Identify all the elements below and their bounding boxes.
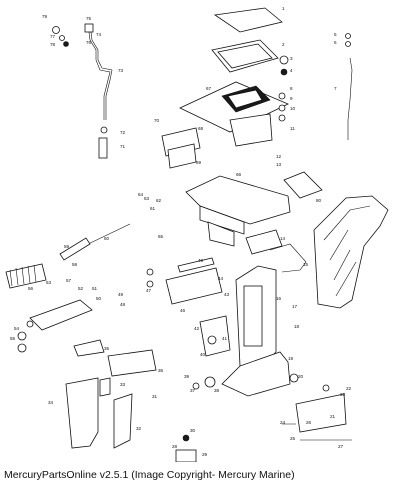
callout-71: 71	[120, 144, 126, 149]
callout-46: 46	[180, 308, 186, 313]
callout-25: 25	[290, 436, 296, 441]
callout-66: 66	[236, 172, 242, 177]
shift-linkage-assembly	[52, 23, 113, 159]
callout-17: 17	[292, 304, 298, 309]
callout-2: 2	[282, 42, 285, 47]
driveshaft-housing	[199, 265, 291, 397]
callout-27: 27	[338, 444, 344, 449]
callout-29: 29	[202, 452, 208, 457]
callout-1: 1	[282, 6, 285, 11]
callout-35: 35	[104, 346, 110, 351]
callout-15: 15	[303, 262, 309, 267]
callout-38: 38	[214, 388, 220, 393]
callout-20: 20	[298, 374, 304, 379]
callout-74: 74	[96, 32, 102, 37]
callout-24: 24	[280, 420, 286, 425]
callout-56: 56	[28, 286, 34, 291]
callout-72: 72	[120, 130, 126, 135]
top-cowl-plates	[211, 7, 289, 76]
callout-61: 61	[150, 206, 156, 211]
exhaust-housing-right	[313, 195, 389, 309]
callout-62: 62	[156, 198, 162, 203]
callout-36: 36	[158, 368, 164, 373]
shift-shaft-assembly	[5, 223, 131, 353]
callout-12: 12	[276, 154, 282, 159]
long-rod	[347, 57, 353, 140]
callout-47: 47	[146, 288, 152, 293]
callout-67: 67	[206, 86, 212, 91]
callout-34: 34	[48, 400, 54, 405]
callout-14: 14	[280, 236, 286, 241]
callout-19: 19	[288, 356, 294, 361]
callout-40: 40	[200, 352, 206, 357]
lower-left-covers	[65, 339, 157, 449]
callout-48: 48	[120, 302, 126, 307]
callout-28: 28	[172, 444, 178, 449]
callout-7: 7	[334, 86, 337, 91]
callout-80: 80	[316, 198, 322, 203]
image-caption: MercuryPartsOnline v2.5.1 (Image Copyrig…	[4, 469, 295, 481]
callout-9: 9	[290, 96, 293, 101]
callout-13: 13	[276, 162, 282, 167]
callout-16: 16	[276, 296, 282, 301]
callout-3: 3	[290, 56, 293, 61]
callout-75: 75	[86, 16, 92, 21]
callout-labels: 1 2 3 4 5 6 7 8 9 10 11 12 13 14 15 16 1…	[10, 6, 352, 457]
callout-52: 52	[78, 286, 84, 291]
callout-79: 79	[42, 14, 48, 19]
callout-77: 77	[50, 34, 56, 39]
callout-31: 31	[152, 394, 158, 399]
callout-49: 49	[118, 292, 124, 297]
callout-21: 21	[330, 414, 336, 419]
callout-4: 4	[290, 68, 293, 73]
callout-37: 37	[190, 388, 196, 393]
callout-50: 50	[96, 296, 102, 301]
o-ring-top-right	[345, 33, 351, 39]
bottom-center-cap	[175, 376, 216, 462]
callout-11: 11	[290, 126, 295, 131]
callout-39: 39	[184, 374, 190, 379]
callout-76: 76	[86, 40, 92, 45]
o-ring-top-right-2	[345, 41, 351, 47]
callout-8: 8	[290, 86, 293, 91]
callout-51: 51	[92, 286, 98, 291]
callout-60: 60	[104, 236, 110, 241]
callout-42: 42	[194, 326, 200, 331]
callout-26: 26	[306, 420, 312, 425]
callout-5: 5	[334, 32, 337, 37]
exploded-parts-diagram: 1 2 3 4 5 6 7 8 9 10 11 12 13 14 15 16 1…	[5, 6, 389, 462]
callout-69: 69	[196, 160, 202, 165]
callout-53: 53	[46, 280, 52, 285]
adapter-plate-assembly	[161, 81, 289, 169]
callout-57: 57	[66, 278, 72, 283]
callout-43: 43	[224, 292, 230, 297]
callout-64: 64	[138, 192, 144, 197]
callout-63: 63	[144, 196, 150, 201]
callout-23: 23	[340, 392, 346, 397]
callout-33: 33	[120, 382, 126, 387]
callout-41: 41	[222, 336, 228, 341]
mount-bracket-assembly	[185, 171, 323, 273]
callout-22: 22	[346, 386, 352, 391]
callout-65: 65	[158, 234, 164, 239]
callout-18: 18	[294, 324, 300, 329]
callout-6: 6	[334, 40, 337, 45]
lower-right-bracket	[282, 373, 352, 441]
callout-58: 58	[72, 262, 78, 267]
callout-78: 78	[50, 42, 56, 47]
callout-70: 70	[154, 118, 160, 123]
callout-55: 55	[10, 336, 16, 341]
callout-59: 59	[64, 244, 70, 249]
callout-45: 45	[198, 258, 204, 263]
callout-10: 10	[290, 106, 296, 111]
callout-73: 73	[118, 68, 124, 73]
linkage-plate	[146, 257, 223, 305]
callout-68: 68	[198, 126, 204, 131]
callout-54: 54	[14, 326, 20, 331]
callout-30: 30	[190, 428, 196, 433]
callout-32: 32	[136, 426, 142, 431]
callout-44: 44	[218, 276, 224, 281]
